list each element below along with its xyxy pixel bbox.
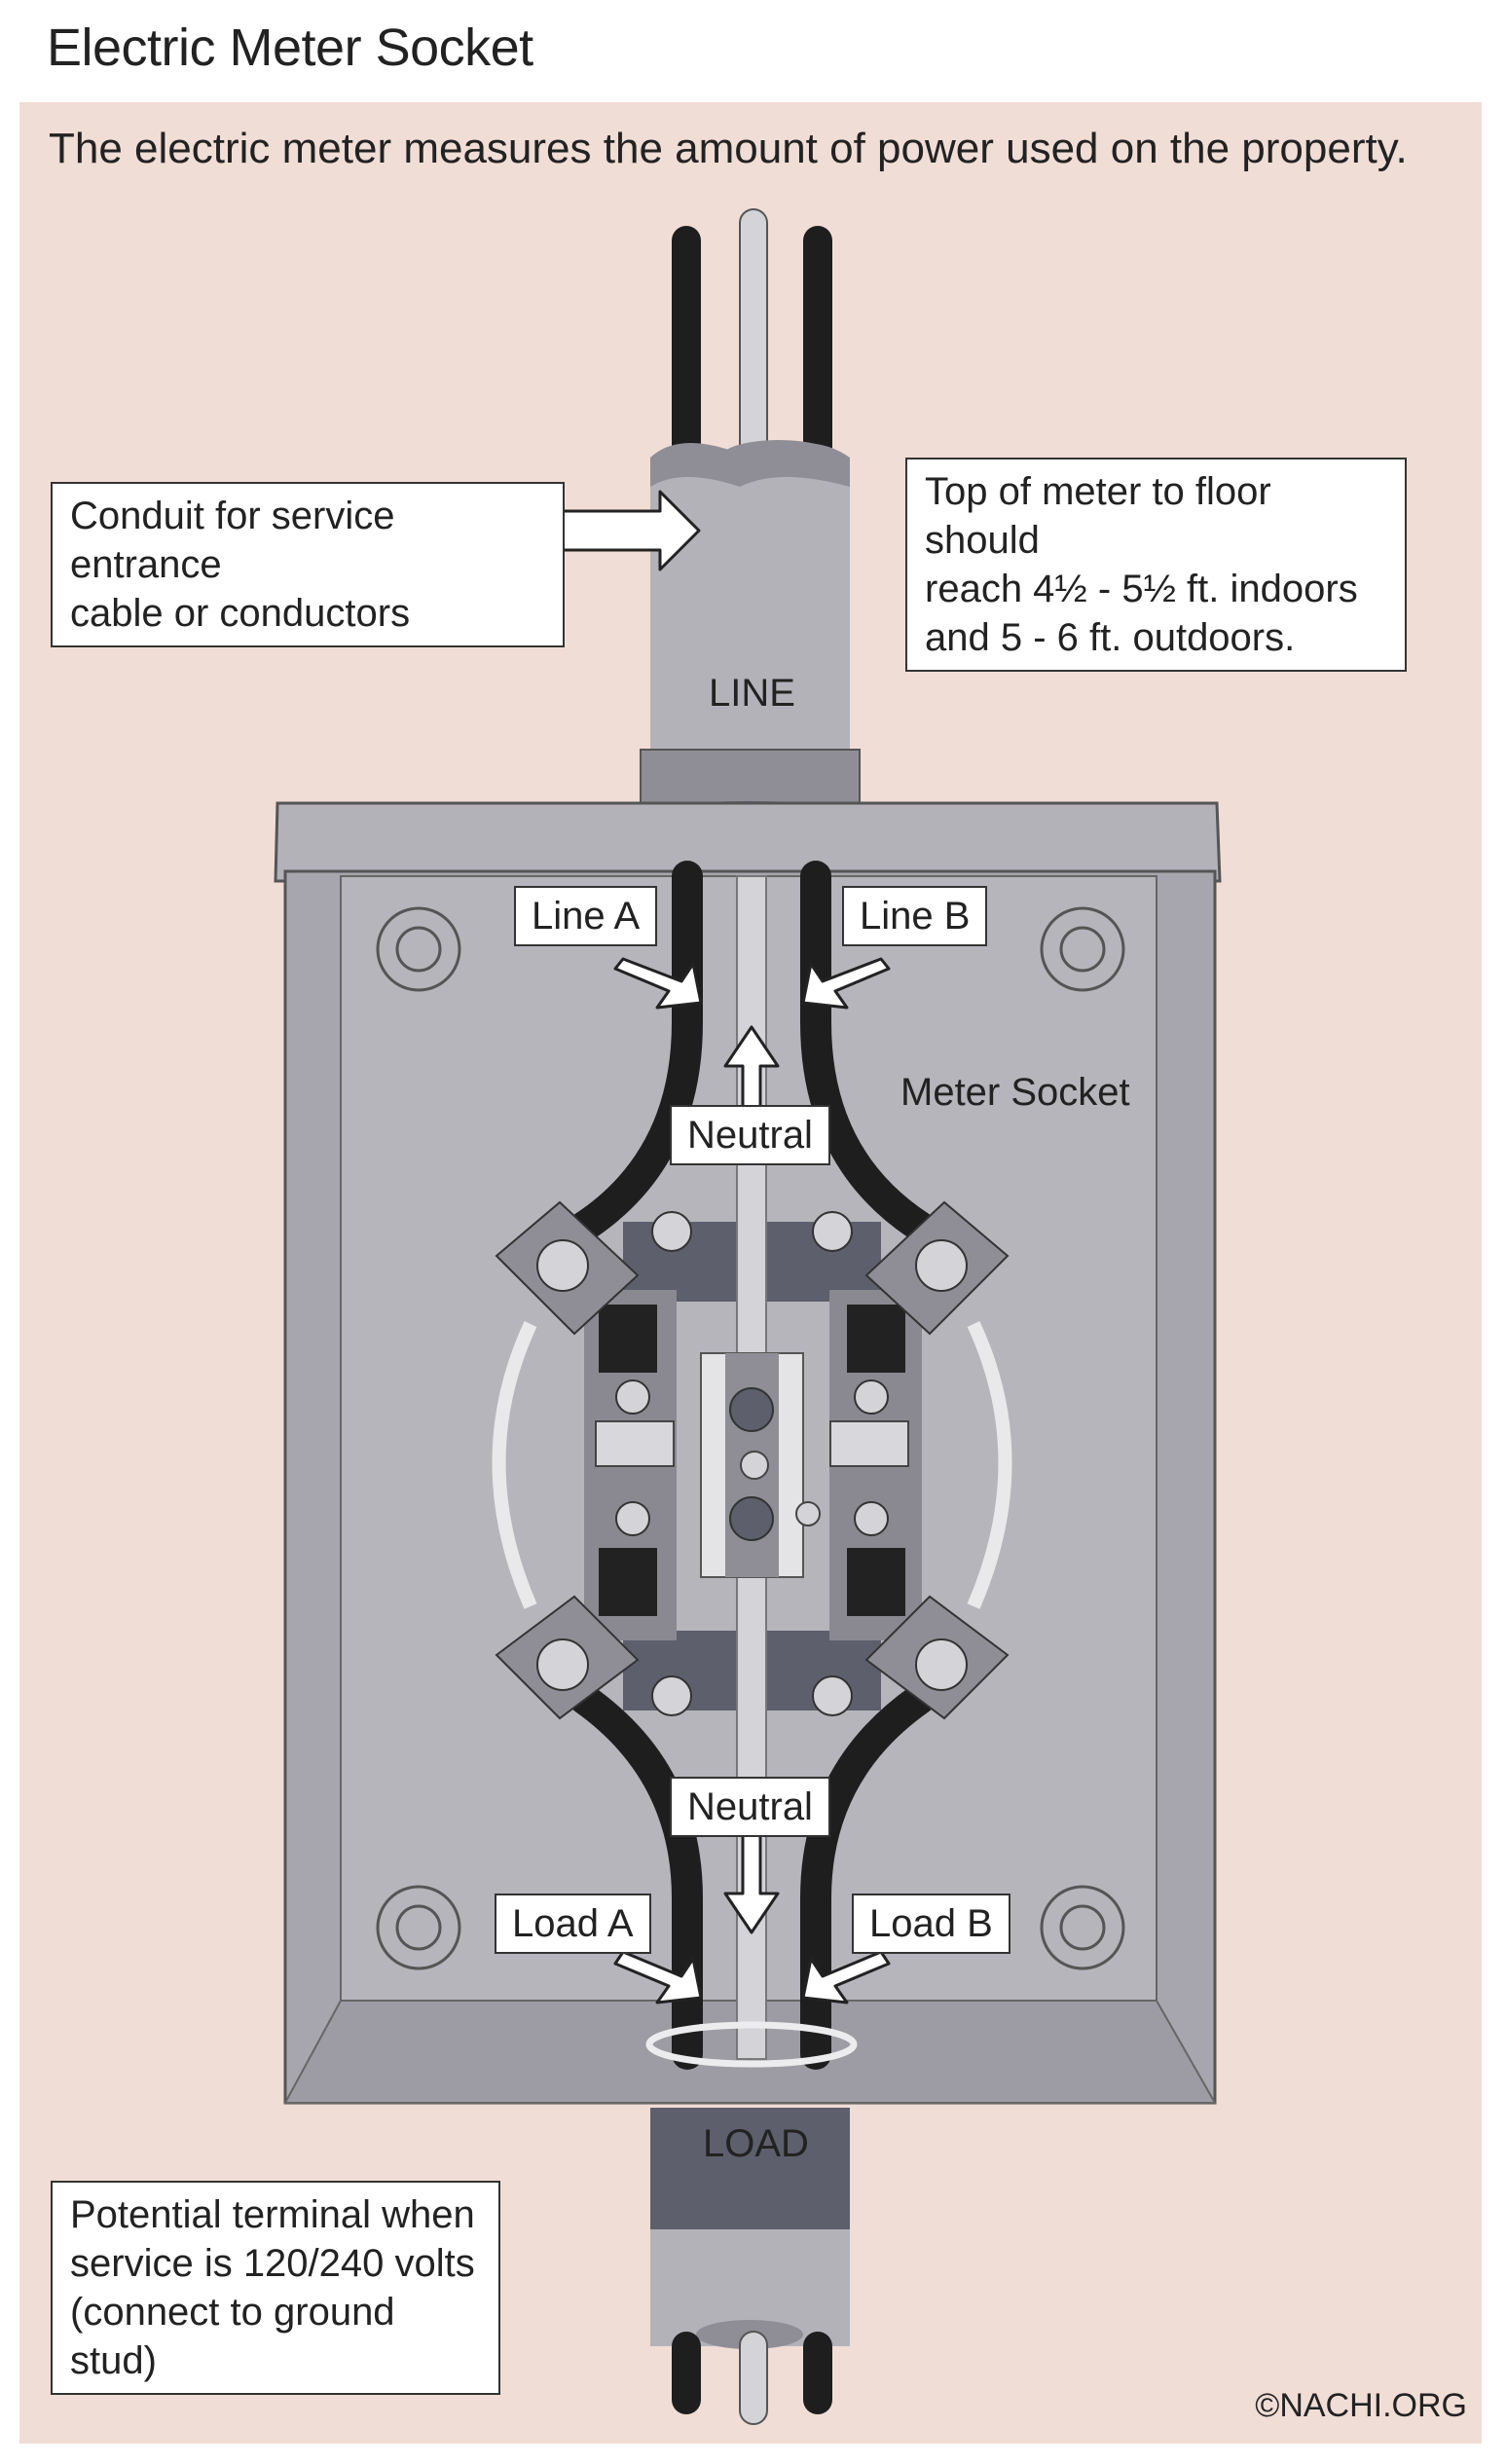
neutral-terminal (700, 1352, 821, 1578)
conduit-callout: Conduit for service entrance cable or co… (51, 482, 565, 647)
load-label: LOAD (703, 2122, 809, 2165)
callout-arrows (561, 490, 891, 2004)
mounting-holes (376, 906, 1125, 1970)
page-title: Electric Meter Socket (47, 18, 533, 77)
load-a-label: Load A (495, 1894, 651, 1954)
subtitle: The electric meter measures the amount o… (49, 125, 1408, 172)
neutral-top-label: Neutral (670, 1105, 830, 1165)
meter-socket-label: Meter Socket (900, 1071, 1130, 1114)
neutral-bottom-label: Neutral (670, 1777, 830, 1837)
load-b-label: Load B (852, 1894, 1010, 1954)
line-b-label: Line B (842, 886, 988, 946)
hot-conductors (569, 861, 936, 2070)
line-a-label: Line A (514, 886, 658, 946)
meter-height-callout: Top of meter to floor should reach 4½ - … (905, 458, 1407, 672)
right-jaw-assembly (829, 1200, 1010, 1720)
potential-terminal-callout: Potential terminal when service is 120/2… (51, 2181, 500, 2395)
load-conduit (650, 2108, 850, 2425)
meter-retainer-arcs (492, 1321, 1012, 1609)
bus-bar-screws (651, 1211, 853, 1716)
line-conduit (635, 440, 864, 830)
line-label: LINE (709, 672, 795, 715)
left-jaw-assembly (495, 1200, 677, 1720)
load-knockout (645, 2021, 858, 2068)
copyright-credit: ©NACHI.ORG (1255, 2387, 1467, 2424)
